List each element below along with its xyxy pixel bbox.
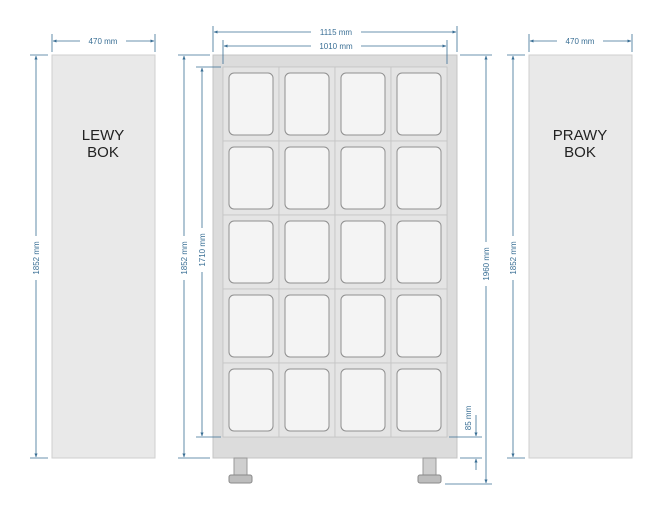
base-height-label: 85 mm xyxy=(464,405,473,430)
locker-door xyxy=(340,368,386,432)
locker-door xyxy=(284,146,330,210)
locker-door xyxy=(284,72,330,136)
locker-doors xyxy=(222,66,448,438)
right-width-label: 470 mm xyxy=(566,37,595,46)
left-side-panel: LEWY BOK xyxy=(51,54,156,459)
locker-door xyxy=(228,368,274,432)
locker-door xyxy=(228,220,274,284)
locker-door xyxy=(396,368,442,432)
inner-height-label: 1710 mm xyxy=(198,233,207,267)
locker-door xyxy=(284,294,330,358)
left-panel-body xyxy=(51,54,156,459)
locker-door xyxy=(340,72,386,136)
locker-door xyxy=(228,72,274,136)
right-panel-body xyxy=(528,54,633,459)
locker-door xyxy=(340,294,386,358)
locker-door xyxy=(228,146,274,210)
locker-door xyxy=(396,220,442,284)
locker-door xyxy=(228,294,274,358)
inner-width-label: 1010 mm xyxy=(319,42,353,51)
locker-door xyxy=(340,220,386,284)
right-side-panel: PRAWY BOK xyxy=(528,54,633,459)
left-panel-label-line2: BOK xyxy=(87,144,119,161)
right-panel-label-line1: PRAWY xyxy=(553,127,607,144)
right-height-label: 1852 mm xyxy=(509,241,518,275)
left-foot xyxy=(228,457,253,484)
overall-width-label: 1115 mm xyxy=(320,28,352,37)
left-panel-label-line1: LEWY xyxy=(82,127,125,144)
right-panel-label-line2: BOK xyxy=(564,144,596,161)
overall-height-label: 1960 mm xyxy=(482,247,491,281)
locker-door xyxy=(396,72,442,136)
dimension-labels: 470 mm 1852 mm 1115 mm 1010 mm 1852 mm 1… xyxy=(31,27,603,430)
locker-door xyxy=(340,146,386,210)
right-foot xyxy=(417,457,442,484)
left-width-label: 470 mm xyxy=(89,37,118,46)
locker-cabinet xyxy=(212,54,458,484)
locker-door xyxy=(284,220,330,284)
front-height-label: 1852 mm xyxy=(180,241,189,275)
locker-door xyxy=(396,146,442,210)
left-height-label: 1852 mm xyxy=(32,241,41,275)
locker-door xyxy=(284,368,330,432)
locker-door xyxy=(396,294,442,358)
